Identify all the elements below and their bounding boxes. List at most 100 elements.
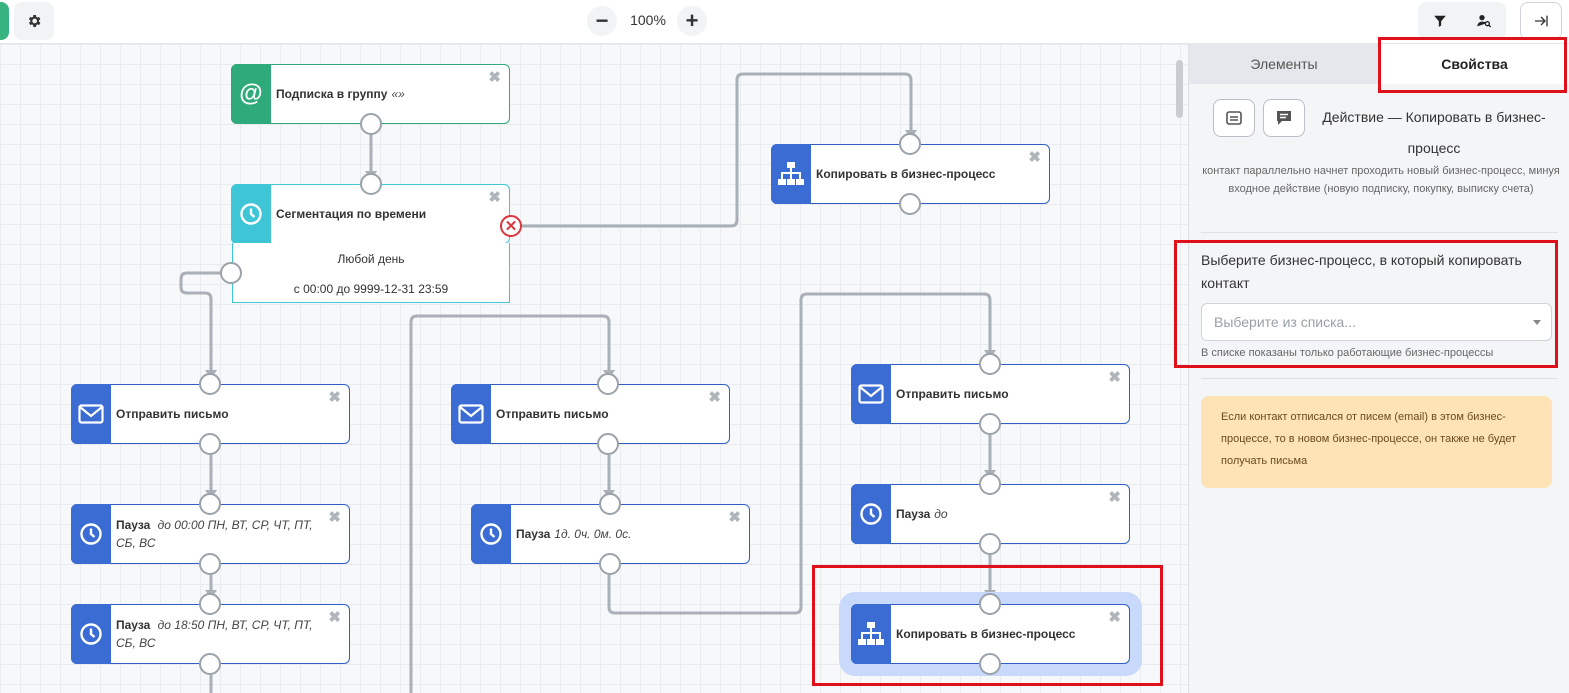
- close-icon[interactable]: ✖: [488, 69, 501, 86]
- unsubscribe-warning: Если контакт отписался от писем (email) …: [1201, 396, 1552, 488]
- highlight-selected-node: [812, 565, 1163, 686]
- close-icon[interactable]: ✖: [728, 509, 741, 526]
- node-detail: до: [934, 507, 948, 521]
- close-icon[interactable]: ✖: [488, 189, 501, 206]
- node-label: Пауза: [116, 518, 151, 532]
- clock-icon: [471, 504, 511, 564]
- action-description: контакт параллельно начнет проходить нов…: [1202, 165, 1560, 195]
- zoom-in-button[interactable]: +: [677, 6, 707, 36]
- org-chart-icon: [771, 144, 811, 204]
- note-button[interactable]: [1213, 99, 1255, 137]
- close-icon[interactable]: ✖: [328, 389, 341, 406]
- node-port[interactable]: [597, 433, 619, 455]
- exit-button[interactable]: [1520, 2, 1562, 40]
- process-select-label: Выберите бизнес-процесс, в который копир…: [1201, 252, 1522, 291]
- select-placeholder: Выберите из списка...: [1214, 314, 1357, 330]
- node-port[interactable]: [597, 373, 619, 395]
- connection-lines: [179, 72, 996, 693]
- node-port[interactable]: [599, 493, 621, 515]
- node-port[interactable]: [979, 533, 1001, 555]
- node-detail: до 00:00 ПН, ВТ, СР, ЧТ, ПТ, СБ, ВС: [116, 518, 313, 550]
- node-label: Пауза: [116, 618, 151, 632]
- user-search-button[interactable]: [1462, 2, 1506, 40]
- tab-properties[interactable]: Свойства: [1379, 44, 1569, 84]
- tab-elements[interactable]: Элементы: [1189, 44, 1379, 84]
- node-label: Отправить письмо: [116, 407, 229, 421]
- user-search-icon: [1477, 15, 1492, 28]
- node-port[interactable]: [979, 653, 1001, 675]
- select-hint: В списке показаны только работающие бизн…: [1201, 347, 1494, 359]
- exit-arrow-icon: [1535, 15, 1548, 27]
- panel-tabs: Элементы Свойства: [1189, 44, 1569, 84]
- node-port[interactable]: [199, 493, 221, 515]
- envelope-icon: [851, 364, 891, 424]
- node-port[interactable]: [360, 113, 382, 135]
- comment-button[interactable]: [1263, 99, 1305, 137]
- node-port[interactable]: [979, 593, 1001, 615]
- node-label: Копировать в бизнес-процесс: [816, 167, 996, 181]
- clock-icon: [71, 504, 111, 564]
- gear-icon: [28, 15, 41, 27]
- node-pause-1[interactable]: Пауза до 00:00 ПН, ВТ, СР, ЧТ, ПТ, СБ, В…: [71, 504, 350, 564]
- filter-button[interactable]: [1418, 2, 1462, 40]
- process-select[interactable]: Выберите из списка...: [1201, 303, 1552, 341]
- node-label: Копировать в бизнес-процесс: [896, 627, 1076, 641]
- green-tab-edge[interactable]: [0, 2, 9, 40]
- clock-icon: [71, 604, 111, 664]
- org-chart-icon: [851, 604, 891, 664]
- close-icon[interactable]: ✖: [328, 609, 341, 626]
- node-port[interactable]: [899, 133, 921, 155]
- node-label: Подписка в группу: [276, 87, 388, 101]
- envelope-icon: [451, 384, 491, 444]
- error-port-icon[interactable]: ✕: [500, 215, 522, 237]
- node-port[interactable]: [979, 413, 1001, 435]
- chevron-down-icon: [1533, 320, 1541, 325]
- envelope-icon: [71, 384, 111, 444]
- top-toolbar: − 100% +: [0, 0, 1569, 44]
- highlight-process-select: [1174, 240, 1558, 368]
- node-port[interactable]: [979, 473, 1001, 495]
- canvas-scrollbar[interactable]: [1176, 60, 1183, 118]
- node-label: Сегментация по времени: [276, 207, 427, 221]
- node-detail: «»: [391, 87, 405, 101]
- node-port[interactable]: [979, 353, 1001, 375]
- action-title: Действие — Копировать в бизнес-процесс: [1322, 109, 1546, 156]
- node-port[interactable]: [899, 193, 921, 215]
- close-icon[interactable]: ✖: [1108, 369, 1121, 386]
- comment-icon: [1277, 111, 1291, 125]
- close-icon[interactable]: ✖: [708, 389, 721, 406]
- node-label: Пауза: [516, 527, 551, 541]
- node-label: Отправить письмо: [496, 407, 609, 421]
- close-icon[interactable]: ✖: [1028, 149, 1041, 166]
- filter-icon: [1434, 15, 1446, 27]
- node-port[interactable]: [199, 433, 221, 455]
- node-port[interactable]: [199, 553, 221, 575]
- highlight-properties-tab: [1378, 37, 1567, 93]
- close-icon[interactable]: ✖: [1108, 609, 1121, 626]
- node-detail: 1д. 0ч. 0м. 0с.: [554, 527, 632, 541]
- node-port[interactable]: [199, 653, 221, 675]
- node-label: Пауза: [896, 507, 931, 521]
- condition-day: Любой день: [337, 252, 405, 266]
- zoom-out-button[interactable]: −: [587, 6, 617, 36]
- node-port[interactable]: [360, 173, 382, 195]
- node-port[interactable]: [199, 373, 221, 395]
- settings-button[interactable]: [14, 2, 54, 40]
- node-detail: до 18:50 ПН, ВТ, СР, ЧТ, ПТ, СБ, ВС: [116, 618, 313, 650]
- node-send-email-mid[interactable]: Отправить письмо ✖: [451, 384, 730, 444]
- node-label: Отправить письмо: [896, 387, 1009, 401]
- node-port[interactable]: [220, 262, 242, 284]
- divider: [1201, 378, 1558, 379]
- node-port[interactable]: [199, 593, 221, 615]
- clock-icon: [851, 484, 891, 544]
- close-icon[interactable]: ✖: [1108, 489, 1121, 506]
- close-icon[interactable]: ✖: [328, 509, 341, 526]
- divider: [1201, 232, 1558, 233]
- segmentation-condition[interactable]: Любой день с 00:00 до 9999-12-31 23:59: [232, 243, 510, 303]
- properties-panel: Элементы Свойства Действие — Копировать …: [1188, 44, 1569, 693]
- condition-range: с 00:00 до 9999-12-31 23:59: [293, 282, 449, 296]
- at-sign-icon: @: [231, 64, 271, 124]
- node-port[interactable]: [599, 553, 621, 575]
- clock-icon: [231, 184, 271, 244]
- zoom-level: 100%: [630, 12, 666, 28]
